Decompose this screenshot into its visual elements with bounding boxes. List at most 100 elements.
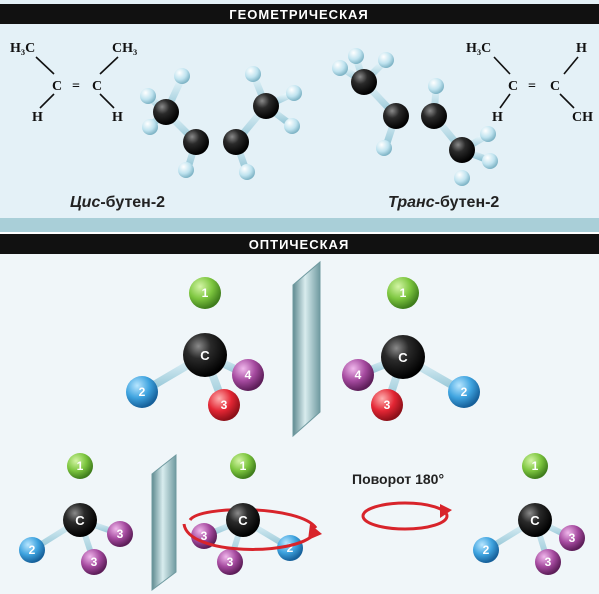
svg-text:4: 4	[355, 368, 362, 382]
svg-text:3: 3	[545, 555, 552, 569]
rotation-label: Поворот 180°	[352, 471, 444, 487]
carbon-atom	[383, 103, 409, 129]
svg-text:C: C	[508, 79, 518, 94]
svg-text:2: 2	[461, 385, 468, 399]
carbon-atom	[421, 103, 447, 129]
svg-text:CH: CH	[572, 110, 593, 125]
cis-molecule-model	[140, 66, 302, 180]
arrowhead-icon	[308, 524, 322, 540]
svg-text:H: H	[576, 41, 587, 56]
rotation-ring-arrowhead-icon	[440, 504, 452, 518]
hydrogen-atom	[480, 126, 496, 142]
ligand-atom-3	[559, 525, 585, 551]
rotation-arrow-front	[182, 523, 316, 551]
carbon-atom	[183, 129, 209, 155]
ligand-atom-3	[107, 521, 133, 547]
svg-text:=: =	[528, 79, 536, 94]
svg-text:1: 1	[400, 286, 407, 300]
achiral-molecule-c: 1 2 3 C 3	[473, 453, 585, 575]
svg-text:H₃C: H₃C	[10, 41, 35, 56]
svg-text:C: C	[530, 513, 540, 528]
svg-text:3: 3	[91, 555, 98, 569]
svg-text:2: 2	[139, 385, 146, 399]
ligand-atom-3	[208, 389, 240, 421]
carbon-atom	[153, 99, 179, 125]
ligand-atom-1	[230, 453, 256, 479]
geometric-header-text: ГЕОМЕТРИЧЕСКАЯ	[229, 7, 368, 22]
ligand-atom-3	[371, 389, 403, 421]
svg-text:1: 1	[532, 459, 539, 473]
hydrogen-atom	[376, 140, 392, 156]
svg-text:2: 2	[483, 543, 490, 557]
hydrogen-atom	[428, 78, 444, 94]
trans-molecule-model	[332, 48, 498, 186]
svg-text:C: C	[52, 79, 62, 94]
ligand-atom-3	[535, 549, 561, 575]
svg-text:2: 2	[287, 541, 294, 555]
svg-text:C: C	[92, 79, 102, 94]
svg-text:1: 1	[77, 459, 84, 473]
hydrogen-atom	[482, 153, 498, 169]
svg-text:C: C	[550, 79, 560, 94]
ligand-atom-2	[277, 535, 303, 561]
hydrogen-atom	[142, 119, 158, 135]
ligand-atom-2	[19, 537, 45, 563]
svg-text:3: 3	[117, 527, 124, 541]
svg-text:H: H	[112, 110, 123, 125]
hydrogen-atom	[284, 118, 300, 134]
svg-text:3: 3	[384, 398, 391, 412]
optical-header-band	[0, 234, 599, 254]
optical-header-text: ОПТИЧЕСКАЯ	[249, 237, 350, 252]
svg-text:H₃C: H₃C	[466, 41, 491, 56]
chiral-molecule-right: 1 2 4 C 3	[342, 277, 480, 421]
hydrogen-atom	[239, 164, 255, 180]
svg-text:3: 3	[569, 531, 576, 545]
central-carbon	[183, 333, 227, 377]
ligand-atom-3	[81, 549, 107, 575]
central-carbon	[226, 503, 260, 537]
svg-text:C: C	[75, 513, 85, 528]
ligand-atom-3	[191, 523, 217, 549]
ligand-atom-1	[189, 277, 221, 309]
trans-caption: Транс-бутен-2	[388, 194, 499, 211]
rotation-ring-icon	[361, 501, 449, 531]
hydrogen-atom	[178, 162, 194, 178]
svg-text:CH₃: CH₃	[112, 41, 137, 56]
central-carbon	[518, 503, 552, 537]
cis-formula: H₃C CH₃ C = C H H	[10, 41, 137, 125]
svg-text:=: =	[72, 79, 80, 94]
geometric-header-band	[0, 4, 599, 24]
svg-text:C: C	[398, 350, 408, 365]
hydrogen-atom	[332, 60, 348, 76]
mirror-plane	[151, 453, 177, 591]
geometric-panel-bg	[0, 0, 599, 218]
svg-text:C: C	[200, 348, 210, 363]
ligand-atom-1	[67, 453, 93, 479]
ligand-atom-4	[342, 359, 374, 391]
svg-text:1: 1	[202, 286, 209, 300]
achiral-molecule-a: 1 2 3 C 3	[19, 453, 133, 575]
svg-text:2: 2	[29, 543, 36, 557]
chiral-molecule-left: 1 2 4 C 3	[126, 277, 264, 421]
hydrogen-atom	[245, 66, 261, 82]
carbon-atom	[223, 129, 249, 155]
ligand-atom-1	[387, 277, 419, 309]
achiral-molecule-b: 1 3 C 2 3	[182, 453, 322, 575]
mirror-plane	[292, 260, 321, 438]
hydrogen-atom	[286, 85, 302, 101]
central-carbon	[63, 503, 97, 537]
hydrogen-atom	[140, 88, 156, 104]
svg-text:3: 3	[227, 555, 234, 569]
carbon-atom	[253, 93, 279, 119]
svg-text:3: 3	[201, 529, 208, 543]
svg-text:H: H	[32, 110, 43, 125]
ligand-atom-3	[217, 549, 243, 575]
ligand-atom-2	[448, 376, 480, 408]
panel-divider	[0, 218, 599, 232]
ligand-atom-2	[126, 376, 158, 408]
svg-text:4: 4	[245, 368, 252, 382]
hydrogen-atom	[378, 52, 394, 68]
carbon-atom	[351, 69, 377, 95]
